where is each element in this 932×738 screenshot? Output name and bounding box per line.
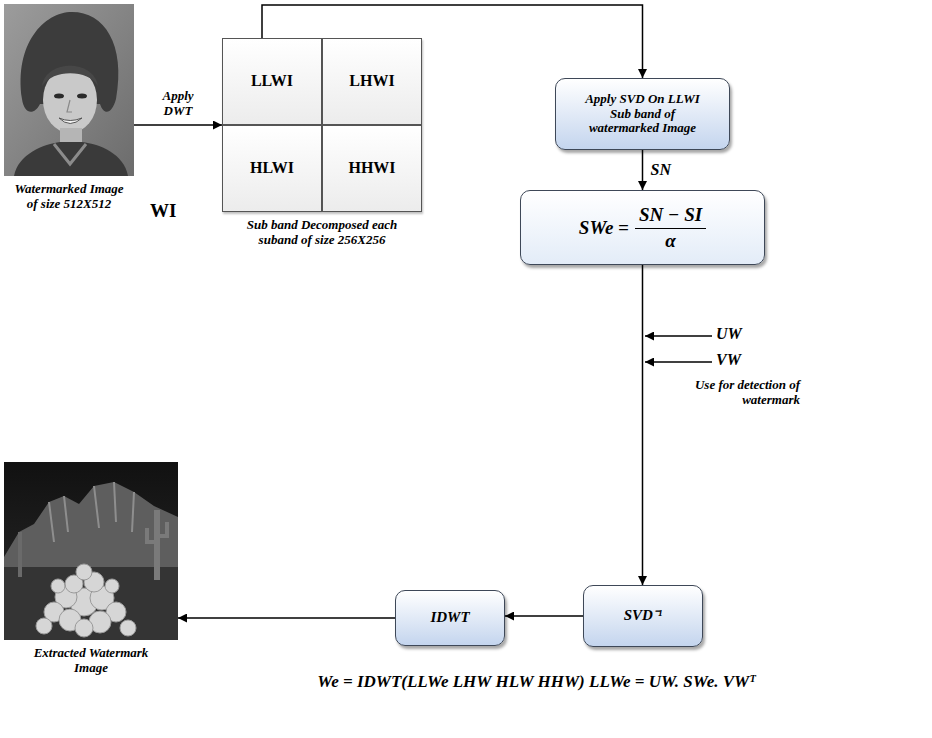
flow-arrow	[642, 265, 644, 585]
caption-text: Watermarked Image of size 512X512	[8, 182, 130, 212]
text-group: Apply SVD On LLWI Sub band of watermarke…	[556, 92, 729, 137]
formula-text: SWe =	[579, 217, 629, 239]
caption-text: Sub band Decomposed each suband of size …	[232, 218, 412, 248]
desert-scene	[4, 462, 178, 640]
subband-cell: HHWI	[322, 125, 422, 212]
input-arrow	[645, 335, 712, 337]
text-group: LHWI	[323, 72, 421, 90]
text-group: HLWI	[223, 159, 321, 177]
subband-grid: Sub band Decomposed each suband of size …	[222, 38, 422, 212]
text-group: HHWI	[323, 159, 421, 177]
image-node: Watermarked Image of size 512X512WI	[4, 4, 134, 176]
portrait-photo	[4, 4, 134, 176]
text-group: LLWI	[223, 72, 321, 90]
formula-box: SWe = SN − SIα	[520, 190, 765, 265]
box-text: HHWI	[348, 159, 395, 177]
subband-cell: LHWI	[322, 38, 422, 125]
fraction: SN − SIα	[635, 204, 706, 252]
text-group: SWe = SN − SIα	[521, 204, 764, 252]
box-text: LLWI	[251, 72, 293, 90]
process-box: Apply SVD On LLWI Sub band of watermarke…	[555, 78, 730, 150]
flow-arrow	[505, 615, 583, 617]
flow-arrow	[642, 150, 644, 190]
caption-text: WI	[150, 200, 176, 222]
box-text: Apply SVD On LLWI Sub band of watermarke…	[585, 92, 701, 137]
input-arrow	[645, 361, 712, 363]
note-label: Use for detection of watermark	[660, 378, 800, 408]
text-group: SVD⁻¹	[584, 607, 702, 624]
box-text: SVD⁻¹	[624, 607, 663, 624]
box-text: LHWI	[349, 72, 394, 90]
note-label: UW	[716, 325, 742, 343]
box-text: IDWT	[430, 609, 469, 626]
caption-text: Extracted Watermark Image	[26, 646, 156, 676]
process-box: IDWTWe = IDWT(LLWe LHW HLW HHW)	[395, 590, 505, 646]
process-box: SVD⁻¹LLWe = UW. SWe. VWᵀ	[583, 585, 703, 647]
image-node: Extracted Watermark Image	[4, 462, 178, 640]
subband-cell: HLWI	[222, 125, 322, 212]
subband-cell: LLWI	[222, 38, 322, 125]
text-group: IDWT	[396, 609, 504, 626]
numerator: SN − SI	[635, 204, 706, 228]
caption-text: LLWe = UW. SWe. VWᵀ	[589, 672, 755, 692]
box-text: HLWI	[250, 159, 294, 177]
caption-text: We = IDWT(LLWe LHW HLW HHW)	[291, 672, 611, 692]
desert-photo	[4, 462, 178, 640]
flow-arrow	[134, 124, 222, 126]
flow-arrow	[178, 617, 395, 619]
note-label: VW	[716, 351, 741, 369]
edge-label: Apply DWT	[153, 89, 203, 119]
edge-label: SN	[649, 161, 673, 179]
denominator: α	[635, 228, 706, 252]
portrait-figure	[4, 4, 134, 176]
